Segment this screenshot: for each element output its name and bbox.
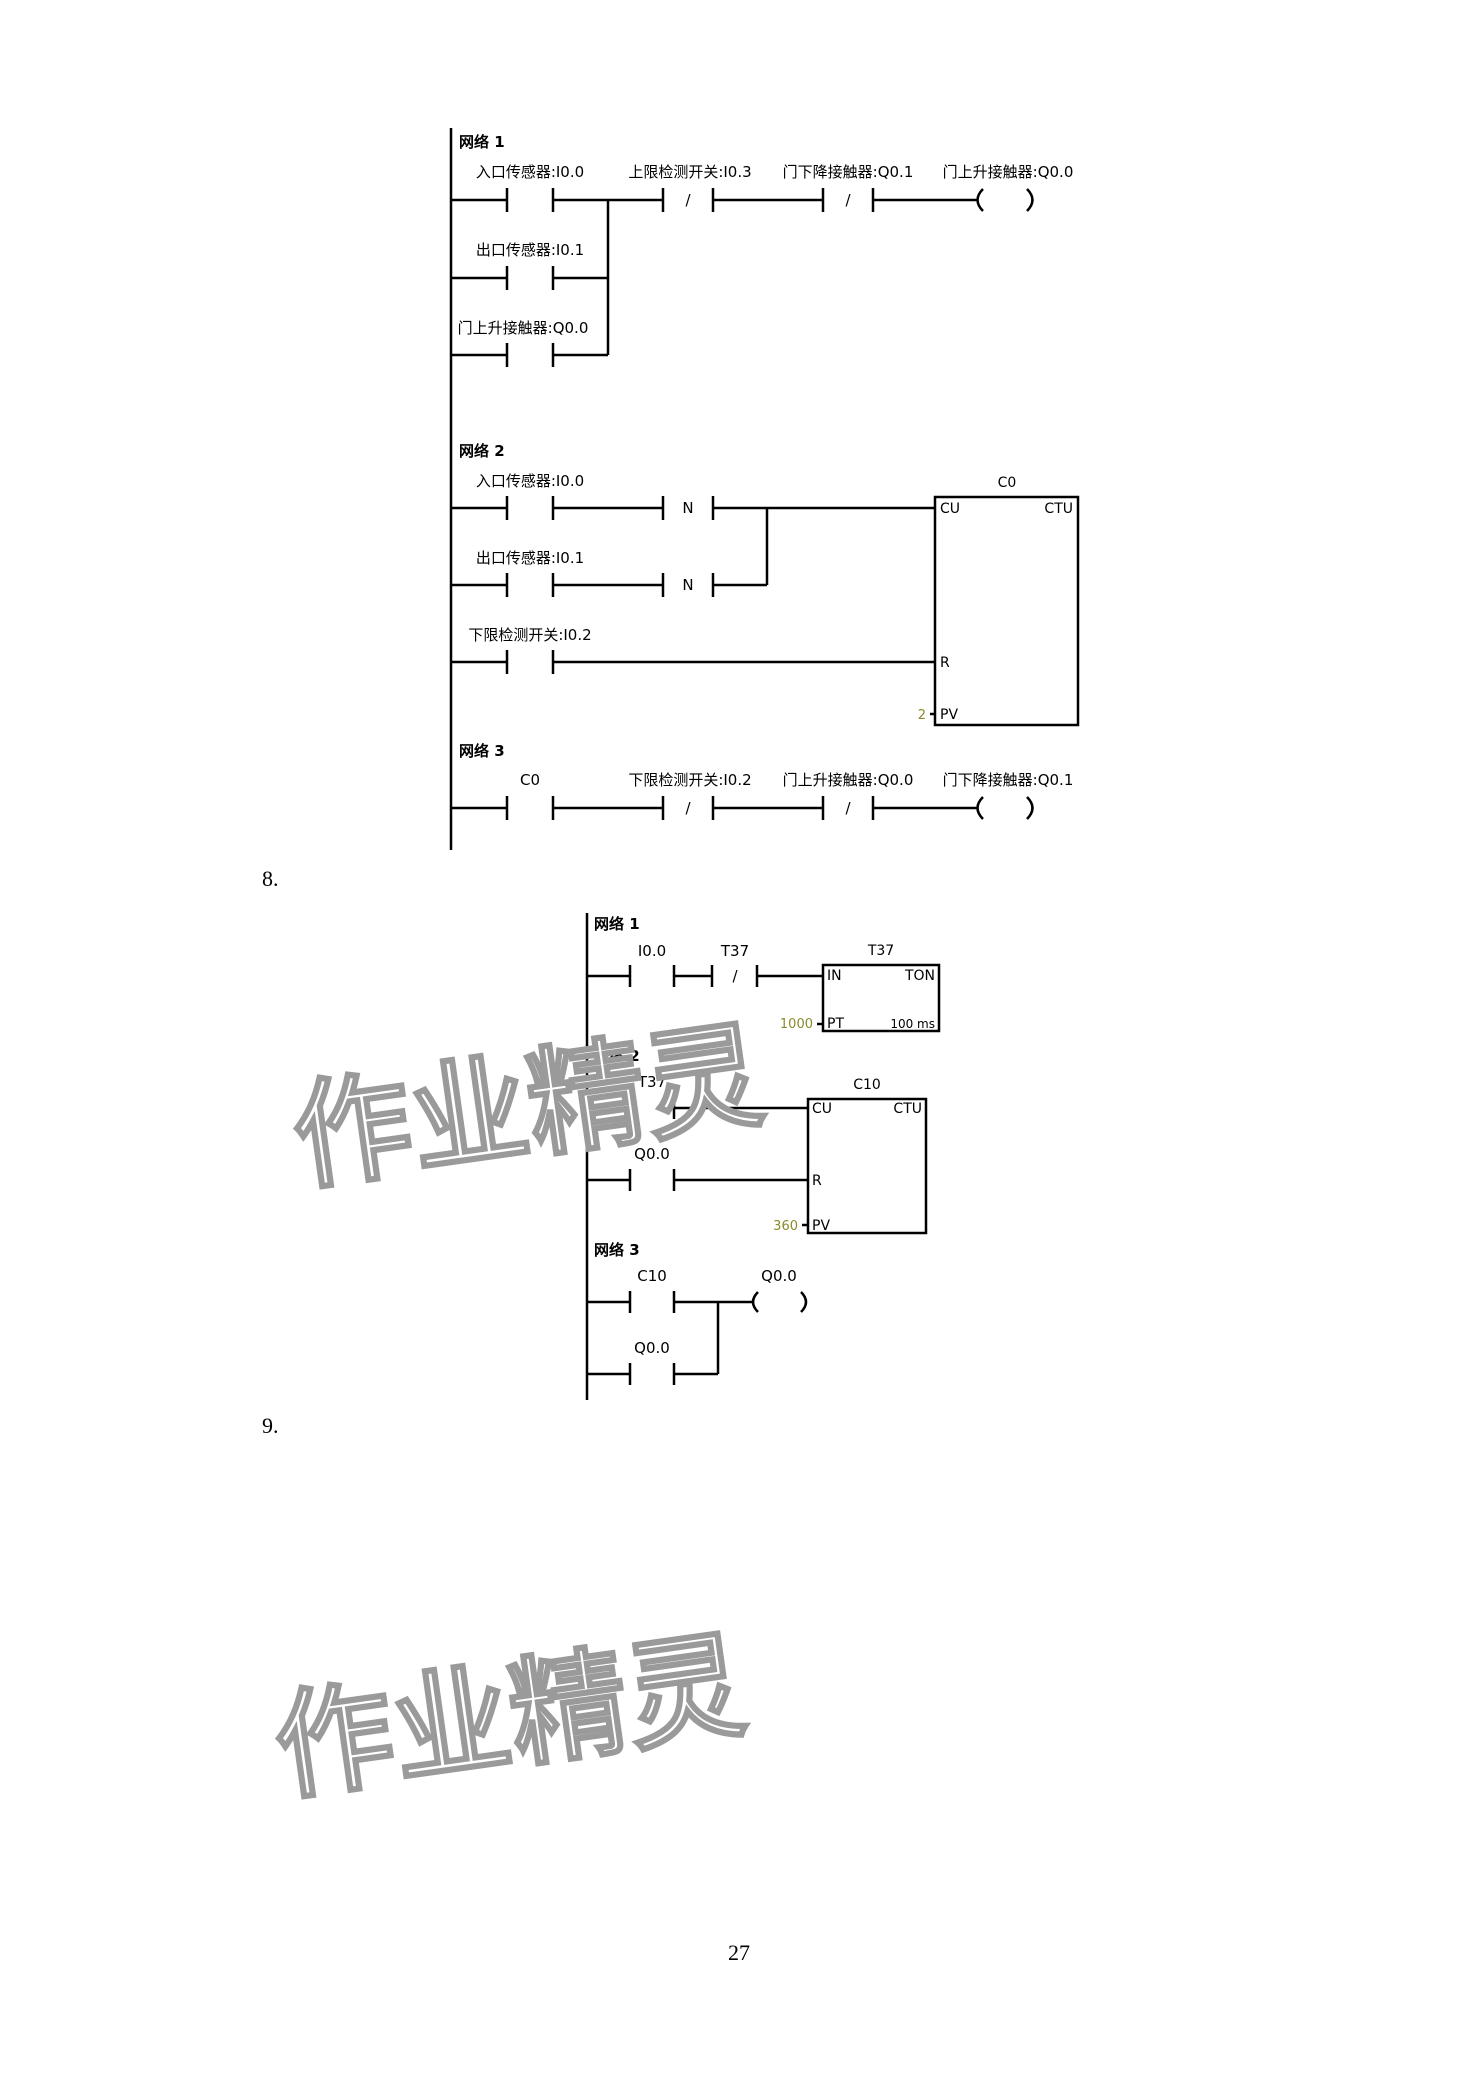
d1-network2-title: 网络 2 — [459, 442, 505, 460]
d2-counter-pv: PV — [812, 1218, 830, 1234]
d2-network3-title: 网络 3 — [594, 1241, 640, 1259]
d1-n1-upper-limit-label: 上限检测开关:I0.3 — [628, 163, 751, 181]
watermark-1: 作业精灵 — [285, 1005, 772, 1207]
d2-timer-name: T37 — [867, 943, 894, 959]
d1-n1-coil-label: 门上升接触器:Q0.0 — [943, 163, 1074, 181]
d1-n3-door-up-label: 门上升接触器:Q0.0 — [783, 771, 914, 789]
d1-n1-door-down-label: 门下降接触器:Q0.1 — [783, 163, 914, 181]
d1-n2-exit-sensor-label: 出口传感器:I0.1 — [476, 549, 584, 567]
d1-counter-type: CTU — [1044, 501, 1073, 517]
d2-network2-rungs — [587, 1097, 928, 1235]
d2-counter-name: C10 — [853, 1077, 881, 1093]
d1-n2-n-edge-2: N — [682, 576, 693, 594]
d1-n1-entry-sensor-label: 入口传感器:I0.0 — [476, 163, 584, 181]
d2-timer-resolution: 100 ms — [890, 1017, 935, 1031]
d1-n1-nc-symbol-2: / — [845, 191, 851, 209]
d2-n1-t37-label: T37 — [720, 942, 749, 960]
d1-n1-exit-sensor-label: 出口传感器:I0.1 — [476, 241, 584, 259]
network2-rungs — [451, 495, 1080, 727]
d1-n3-coil-label: 门下降接触器:Q0.1 — [943, 771, 1074, 789]
d2-n3-c10-label: C10 — [637, 1267, 667, 1285]
d2-n2-t37-label: T37 — [637, 1073, 666, 1091]
d2-network2-title: 网络 2 — [594, 1047, 640, 1065]
d2-network1-rungs — [587, 963, 941, 1033]
d1-counter-r: R — [940, 655, 950, 671]
d1-n3-nc-symbol-2: / — [845, 799, 851, 817]
d1-n3-lower-limit-label: 下限检测开关:I0.2 — [628, 771, 751, 789]
d1-n3-c0-label: C0 — [520, 771, 540, 789]
d1-n2-entry-sensor-label: 入口传感器:I0.0 — [476, 472, 584, 490]
d1-n2-lower-limit-label: 下限检测开关:I0.2 — [468, 626, 591, 644]
d1-counter-pv-value: 2 — [918, 708, 926, 723]
d2-counter-pv-value: 360 — [773, 1219, 798, 1234]
d1-n1-hold-contact-label: 门上升接触器:Q0.0 — [458, 319, 589, 337]
d2-counter-type: CTU — [893, 1101, 922, 1117]
d2-network3-rungs — [587, 1291, 808, 1385]
d1-n2-n-edge-1: N — [682, 499, 693, 517]
d2-n1-i00-label: I0.0 — [638, 942, 666, 960]
d1-network3-title: 网络 3 — [459, 742, 505, 760]
d2-n1-nc-symbol: / — [732, 967, 738, 985]
d2-counter-r: R — [812, 1173, 822, 1189]
d2-counter-cu: CU — [812, 1101, 832, 1117]
watermark-2: 作业精灵 — [267, 1615, 754, 1817]
network1-rungs — [451, 188, 1034, 367]
d2-timer-in: IN — [827, 968, 842, 984]
d1-n3-nc-symbol: / — [685, 799, 691, 817]
d1-counter-name: C0 — [998, 475, 1017, 491]
item-number-8: 8. — [262, 866, 279, 891]
d1-network1-title: 网络 1 — [459, 133, 505, 151]
d1-n1-nc-symbol: / — [685, 191, 691, 209]
d2-network1-title: 网络 1 — [594, 915, 640, 933]
d2-timer-pt: PT — [827, 1016, 844, 1032]
page-number: 27 — [728, 1940, 750, 1965]
d2-timer-pt-value: 1000 — [780, 1017, 813, 1032]
d2-timer-type: TON — [904, 968, 935, 984]
d1-counter-cu: CU — [940, 501, 960, 517]
d1-counter-pv: PV — [940, 707, 958, 723]
network3-rungs — [451, 796, 1034, 820]
d2-n3-q00-label: Q0.0 — [634, 1339, 670, 1357]
item-number-9: 9. — [262, 1413, 279, 1438]
d2-n2-q00-label: Q0.0 — [634, 1145, 670, 1163]
d2-n3-coil-label: Q0.0 — [761, 1267, 797, 1285]
